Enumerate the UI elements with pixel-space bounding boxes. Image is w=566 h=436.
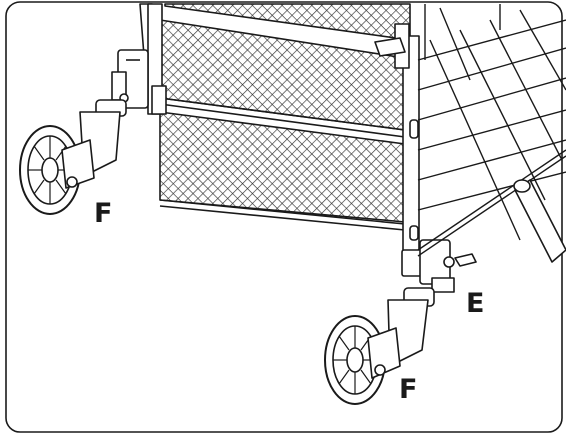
callout-f-left: F <box>94 200 112 227</box>
lever-handle-icon <box>514 180 566 262</box>
mesh-basket-panel <box>160 4 410 230</box>
callout-f-right: F <box>399 376 417 403</box>
callout-e: E <box>466 290 484 317</box>
caster-wheel-icon <box>20 100 126 214</box>
left-post <box>112 4 166 114</box>
caster-wheel-icon <box>325 288 434 404</box>
